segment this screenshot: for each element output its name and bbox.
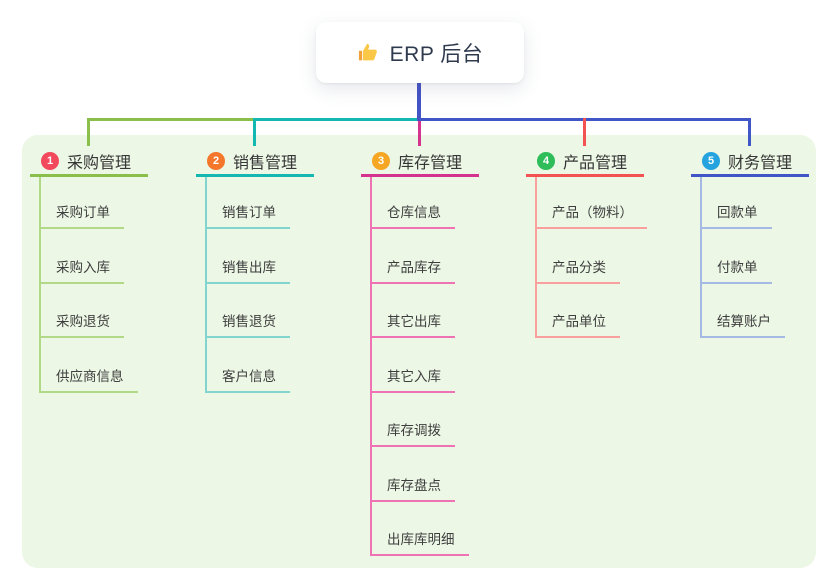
branch-label: 产品管理 [563, 154, 628, 172]
thumbs-up-icon [357, 41, 380, 64]
connector-bus-mid [253, 118, 418, 121]
connector-drop-5 [748, 118, 751, 146]
node-item[interactable]: 出库库明细 [370, 530, 469, 556]
node-item[interactable]: 产品分类 [535, 258, 620, 284]
node-item[interactable]: 销售订单 [205, 203, 290, 229]
node-item[interactable]: 产品库存 [370, 258, 455, 284]
branches-panel [22, 135, 816, 568]
branch-label: 销售管理 [233, 154, 298, 172]
connector-bus-left [87, 118, 253, 121]
branch-node-3[interactable]: 3 库存管理 [361, 147, 479, 177]
branch-node-5[interactable]: 5 财务管理 [691, 147, 809, 177]
branch-node-4[interactable]: 4 产品管理 [526, 147, 644, 177]
node-item[interactable]: 销售退货 [205, 312, 290, 338]
root-node-title: ERP 后台 [389, 42, 484, 66]
connector-drop-2 [253, 118, 256, 146]
node-item[interactable]: 销售出库 [205, 258, 290, 284]
node-item[interactable]: 采购入库 [39, 258, 124, 284]
connector-tree-5 [700, 176, 702, 338]
connector-tree-4 [535, 176, 537, 338]
connector-drop-4 [583, 118, 586, 146]
connector-tree-3 [370, 176, 372, 556]
branch-number-badge: 2 [207, 151, 225, 170]
connector-drop-1 [87, 118, 90, 146]
node-item[interactable]: 供应商信息 [39, 367, 138, 393]
connector-root-stem [417, 82, 421, 121]
branch-label: 库存管理 [398, 154, 463, 172]
branch-label: 财务管理 [728, 154, 793, 172]
connector-tree-1 [39, 176, 41, 393]
branch-label: 采购管理 [67, 154, 132, 172]
branch-number-badge: 5 [702, 151, 720, 170]
node-item[interactable]: 库存调拨 [370, 421, 455, 447]
node-item[interactable]: 客户信息 [205, 367, 290, 393]
node-item[interactable]: 回款单 [700, 203, 772, 229]
connector-drop-3 [418, 118, 421, 146]
node-item[interactable]: 产品（物料） [535, 203, 647, 229]
branch-number-badge: 1 [41, 151, 59, 170]
node-item[interactable]: 付款单 [700, 258, 772, 284]
node-item[interactable]: 采购订单 [39, 203, 124, 229]
branch-number-badge: 3 [372, 151, 390, 170]
branch-node-1[interactable]: 1 采购管理 [30, 147, 148, 177]
node-item[interactable]: 其它入库 [370, 367, 455, 393]
node-item[interactable]: 结算账户 [700, 312, 785, 338]
branch-node-2[interactable]: 2 销售管理 [196, 147, 314, 177]
node-item[interactable]: 仓库信息 [370, 203, 455, 229]
node-item[interactable]: 其它出库 [370, 312, 455, 338]
root-node[interactable]: ERP 后台 [316, 22, 524, 83]
node-item[interactable]: 产品单位 [535, 312, 620, 338]
connector-tree-2 [205, 176, 207, 393]
node-item[interactable]: 库存盘点 [370, 476, 455, 502]
branch-number-badge: 4 [537, 151, 555, 170]
node-item[interactable]: 采购退货 [39, 312, 124, 338]
